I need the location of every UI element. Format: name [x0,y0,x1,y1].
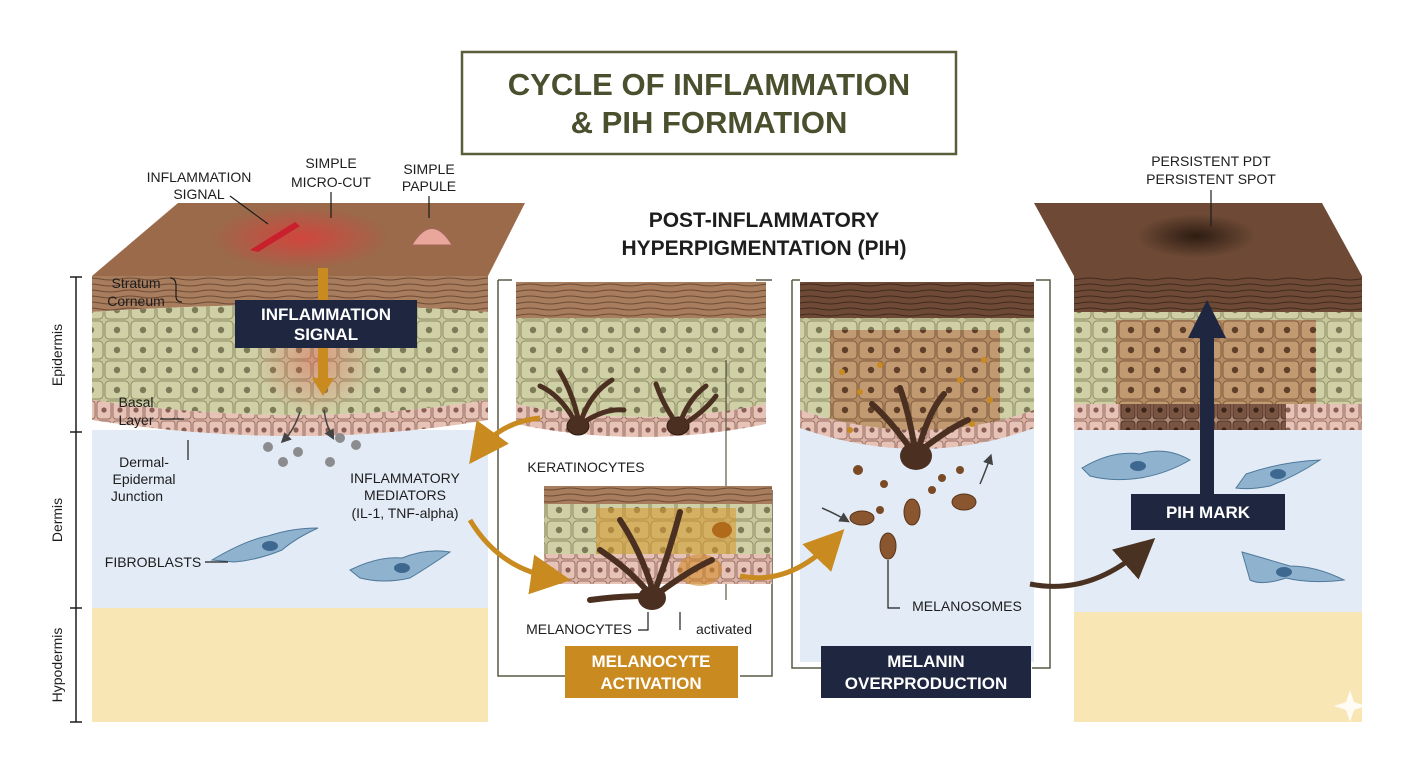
svg-text:FIBROBLASTS: FIBROBLASTS [105,554,201,570]
subtitle-line-2: HYPERPIGMENTATION (PIH) [621,237,906,260]
box-pih-mark: PIH MARK [1131,494,1285,530]
mediator-dots [263,409,361,467]
title-frame [460,50,958,156]
layer-axis: Epidermis Dermis Hypodermis [49,276,82,723]
svg-text:PERSISTENT PDT: PERSISTENT PDT [1151,153,1271,169]
svg-text:MELANOCYTE: MELANOCYTE [592,652,711,671]
label-stratum-corneum: Stratum Corneum [107,275,183,309]
svg-text:MELANOCYTES: MELANOCYTES [526,621,632,637]
box-melanin-overproduction: MELANIN OVERPRODUCTION [821,646,1031,698]
svg-text:INFLAMMATORY: INFLAMMATORY [350,470,460,486]
melanocyte-inset [544,486,772,610]
svg-text:Stratum: Stratum [111,275,160,291]
svg-text:MICRO-CUT: MICRO-CUT [291,174,372,190]
svg-text:PIH MARK: PIH MARK [1166,503,1251,522]
title-line-1: CYCLE OF INFLAMMATION [508,67,910,102]
label-micro-cut: SIMPLE MICRO-CUT [291,155,372,218]
svg-text:Corneum: Corneum [107,293,165,309]
title-line-2: & PIH FORMATION [571,105,848,140]
label-papule: SIMPLE PAPULE [402,161,456,218]
svg-text:ACTIVATION: ACTIVATION [600,674,701,693]
svg-text:SIMPLE: SIMPLE [305,155,356,171]
label-activated: activated [679,612,752,637]
layer-hypodermis: Hypodermis [49,628,65,703]
svg-text:Dermal-: Dermal- [119,454,169,470]
keratinocyte-inset [516,282,766,600]
svg-text:INFLAMMATION: INFLAMMATION [261,305,391,324]
svg-text:MELANIN: MELANIN [887,652,964,671]
svg-text:SIGNAL: SIGNAL [173,186,225,202]
panel-3-frame [791,279,1051,669]
fibroblast-cells [210,527,452,582]
label-inflammation-signal-top: INFLAMMATION SIGNAL [147,169,269,225]
melanosome-granules [821,453,994,609]
label-mediators: INFLAMMATORY MEDIATORS (IL-1, TNF-alpha) [350,470,460,521]
svg-text:PERSISTENT SPOT: PERSISTENT SPOT [1146,171,1276,187]
label-persistent-spot: PERSISTENT PDT PERSISTENT SPOT [1146,153,1276,226]
svg-text:MEDIATORS: MEDIATORS [364,487,446,503]
layer-epidermis: Epidermis [49,324,65,386]
panel-3-skin [800,282,1034,662]
label-basal-layer: Basal Layer [118,394,184,428]
svg-text:Junction: Junction [111,488,163,504]
svg-text:OVERPRODUCTION: OVERPRODUCTION [845,674,1007,693]
svg-text:Layer: Layer [118,412,153,428]
label-melanocytes: MELANOCYTES [526,612,649,637]
svg-text:(IL-1, TNF-alpha): (IL-1, TNF-alpha) [351,505,458,521]
box-inflammation-signal: INFLAMMATION SIGNAL [235,300,417,348]
svg-text:SIMPLE: SIMPLE [403,161,454,177]
box-melanocyte-activation: MELANOCYTE ACTIVATION [565,646,738,698]
flow-arrows [467,415,1156,595]
svg-text:Epidermal: Epidermal [112,471,175,487]
fibroblast-cells-right [1081,450,1346,584]
subtitle-line-1: POST-INFLAMMATORY [649,209,880,232]
sparkle-icon [1334,690,1366,722]
label-fibroblasts: FIBROBLASTS [105,554,228,570]
svg-text:PAPULE: PAPULE [402,178,456,194]
panel-1-skin-block [92,203,525,722]
label-melanosomes: MELANOSOMES [912,598,1022,614]
svg-text:INFLAMMATION: INFLAMMATION [147,169,252,185]
svg-text:SIGNAL: SIGNAL [294,325,358,344]
svg-text:activated: activated [696,621,752,637]
label-keratinocytes: KERATINOCYTES [527,459,644,475]
svg-text:Basal: Basal [118,394,153,410]
layer-dermis: Dermis [49,498,65,542]
label-dej: Dermal- Epidermal Junction [111,440,189,504]
